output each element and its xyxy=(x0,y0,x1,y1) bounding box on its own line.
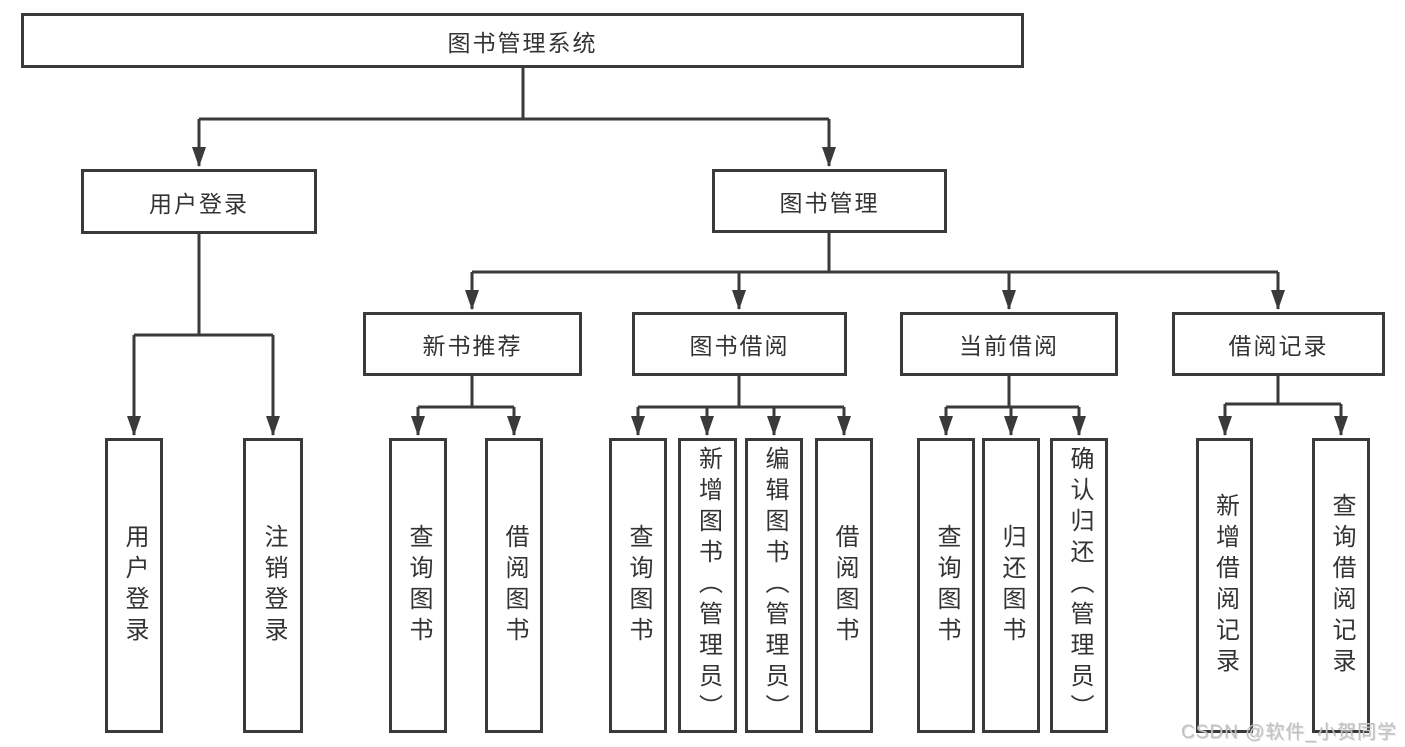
node-new-book-recommend: 新书推荐 xyxy=(363,312,582,376)
leaf-label: 确认归还（管理员） xyxy=(1066,446,1093,725)
trunk-borrow-records xyxy=(1225,376,1341,406)
leaf-label: 查询借阅记录 xyxy=(1328,492,1355,679)
leaf-edit-book-admin: 编辑图书（管理员） xyxy=(745,438,803,733)
leaf-label: 用户登录 xyxy=(121,523,148,648)
leaf-label: 编辑图书（管理员） xyxy=(761,446,788,725)
leaf-label: 借阅图书 xyxy=(501,523,528,648)
leaf-label: 查询图书 xyxy=(625,523,652,648)
leaf-label: 归还图书 xyxy=(998,523,1025,648)
leaf-logout: 注销登录 xyxy=(243,438,303,733)
trunk-current-borrow xyxy=(946,376,1079,409)
node-user-login: 用户登录 xyxy=(81,169,317,234)
trunk-book-management xyxy=(472,233,1278,274)
leaf-return-book: 归还图书 xyxy=(982,438,1040,733)
leaf-query-borrow-record: 查询借阅记录 xyxy=(1312,438,1370,733)
node-book-borrow: 图书借阅 xyxy=(632,312,847,376)
leaf-query-book-3: 查询图书 xyxy=(917,438,975,733)
leaf-query-book-1: 查询图书 xyxy=(389,438,447,733)
leaf-confirm-return-admin: 确认归还（管理员） xyxy=(1050,438,1108,733)
leaf-label: 新增图书（管理员） xyxy=(694,446,722,725)
leaf-borrow-book-2: 借阅图书 xyxy=(815,438,873,733)
leaf-query-book-2: 查询图书 xyxy=(609,438,667,733)
node-book-management: 图书管理 xyxy=(712,169,947,233)
trunk-root xyxy=(199,68,829,121)
node-root-system: 图书管理系统 xyxy=(21,13,1024,68)
node-current-borrow: 当前借阅 xyxy=(900,312,1118,376)
leaf-label: 查询图书 xyxy=(933,523,960,648)
leaf-label: 查询图书 xyxy=(405,523,432,648)
leaf-borrow-book-1: 借阅图书 xyxy=(485,438,543,733)
leaf-label: 注销登录 xyxy=(260,523,287,648)
leaf-user-login: 用户登录 xyxy=(105,438,163,733)
leaf-add-borrow-record: 新增借阅记录 xyxy=(1196,438,1253,733)
trunk-book-borrow xyxy=(638,376,844,409)
connector-group xyxy=(127,68,1348,436)
csdn-watermark: CSDN @软件_小贺同学 xyxy=(1181,722,1397,743)
node-borrow-records: 借阅记录 xyxy=(1172,312,1385,376)
leaf-add-book-admin: 新增图书（管理员） xyxy=(678,438,737,733)
trunk-user-login xyxy=(134,234,273,337)
trunk-new-book-recommend xyxy=(418,376,514,409)
leaf-label: 借阅图书 xyxy=(831,523,858,648)
leaf-label: 新增借阅记录 xyxy=(1211,492,1239,679)
